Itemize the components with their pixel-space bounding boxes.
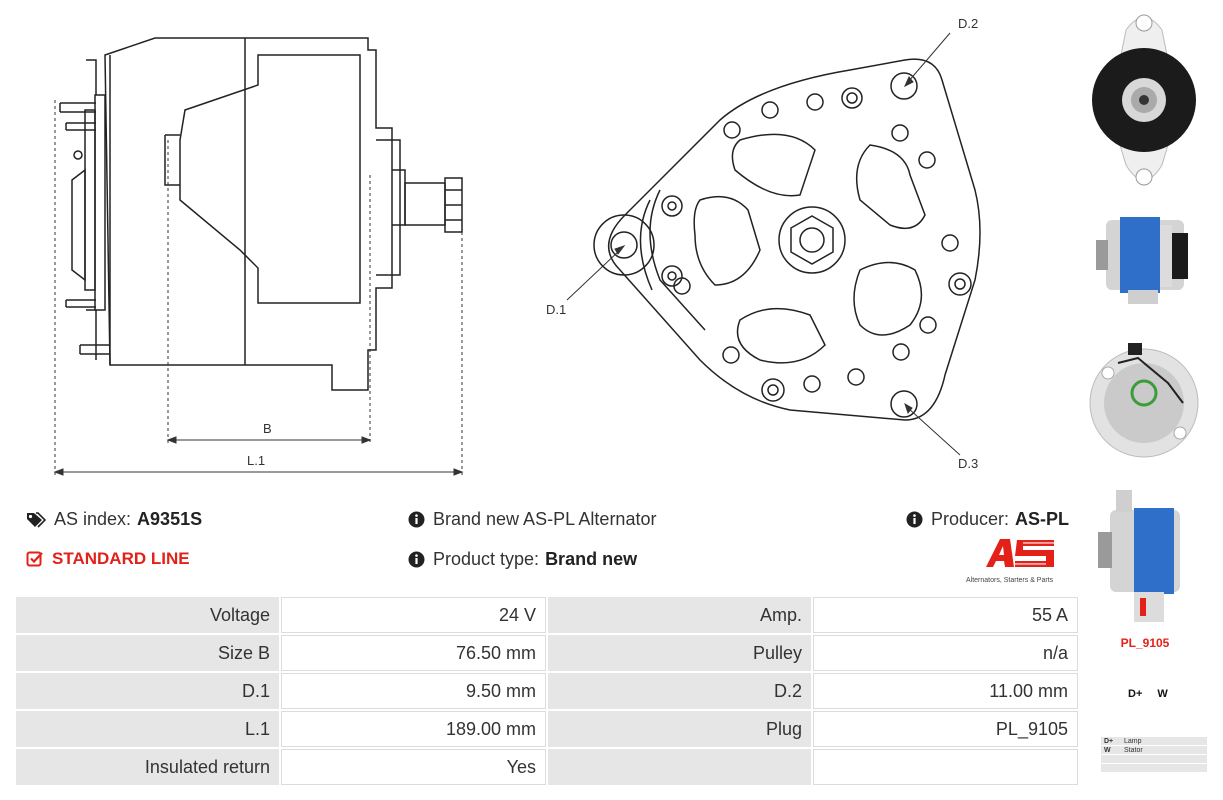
legend-pin: [1101, 755, 1121, 763]
spec-key: Voltage: [16, 597, 279, 633]
checkbox-icon: [26, 550, 44, 568]
producer-label: Producer:: [931, 509, 1010, 529]
spec-value: PL_9105: [813, 711, 1078, 747]
spec-value: 55 A: [813, 597, 1078, 633]
dim-l1-label: L.1: [247, 453, 265, 468]
plug-id-label: PL_9105: [1120, 636, 1170, 650]
spec-key: Plug: [548, 711, 811, 747]
spec-value: 189.00 mm: [281, 711, 546, 747]
spec-value: Yes: [281, 749, 546, 785]
spec-key: Pulley: [548, 635, 811, 671]
spec-value: n/a: [813, 635, 1078, 671]
spec-key: Insulated return: [16, 749, 279, 785]
logo-tagline: Alternators, Starters & Parts: [966, 577, 1054, 584]
legend-desc: Stator: [1121, 746, 1207, 754]
product-photo-side[interactable]: [1088, 205, 1200, 310]
info-icon: [408, 511, 425, 528]
spec-value: [813, 749, 1078, 785]
description-text: Brand new AS-PL Alternator: [433, 509, 657, 529]
info-icon: [408, 551, 425, 568]
product-type-row: Product type: Brand new: [408, 549, 637, 570]
legend-desc: [1121, 764, 1207, 772]
spec-key: Amp.: [548, 597, 811, 633]
legend-row: [1101, 755, 1207, 763]
as-pl-logo: Alternators, Starters & Parts: [966, 537, 1070, 584]
spec-key: D.1: [16, 673, 279, 709]
tags-icon: [26, 511, 46, 528]
legend-row: [1101, 764, 1207, 772]
plug-pins-label: D+ W: [1128, 688, 1168, 700]
producer-value: AS-PL: [1015, 509, 1070, 529]
dim-d3-label: D.3: [958, 456, 978, 471]
legend-pin: [1101, 764, 1121, 772]
product-type-label: Product type:: [433, 549, 540, 569]
spec-value: 11.00 mm: [813, 673, 1078, 709]
as-index-label: AS index:: [54, 509, 132, 529]
dim-d1-label: D.1: [546, 302, 566, 317]
product-type-value: Brand new: [545, 549, 638, 569]
dim-b-label: B: [263, 421, 272, 436]
as-index-value: A9351S: [137, 509, 203, 529]
product-photo-rear[interactable]: [1088, 323, 1200, 481]
spec-key: D.2: [548, 673, 811, 709]
legend-pin: D+: [1101, 737, 1121, 745]
producer-row: Producer: AS-PL: [906, 509, 1069, 530]
logo-mark: [986, 539, 1054, 567]
spec-value: 76.50 mm: [281, 635, 546, 671]
as-index-row: AS index: A9351S: [26, 509, 202, 530]
legend-pin: W: [1101, 746, 1121, 754]
description-row: Brand new AS-PL Alternator: [408, 509, 656, 530]
legend-desc: Lamp: [1121, 737, 1207, 745]
product-photo-side-2[interactable]: [1088, 490, 1200, 625]
spec-value: 9.50 mm: [281, 673, 546, 709]
info-icon: [906, 511, 923, 528]
dim-d2-label: D.2: [958, 16, 978, 31]
spec-key: Size B: [16, 635, 279, 671]
standard-line-label: STANDARD LINE: [52, 549, 190, 568]
spec-key: L.1: [16, 711, 279, 747]
legend-row: D+Lamp: [1101, 737, 1207, 745]
line-row: STANDARD LINE: [26, 549, 190, 569]
product-photo-front[interactable]: [1088, 5, 1200, 190]
spec-key: [548, 749, 811, 785]
technical-drawing: B L.1: [53, 16, 981, 478]
spec-value: 24 V: [281, 597, 546, 633]
legend-desc: [1121, 755, 1207, 763]
